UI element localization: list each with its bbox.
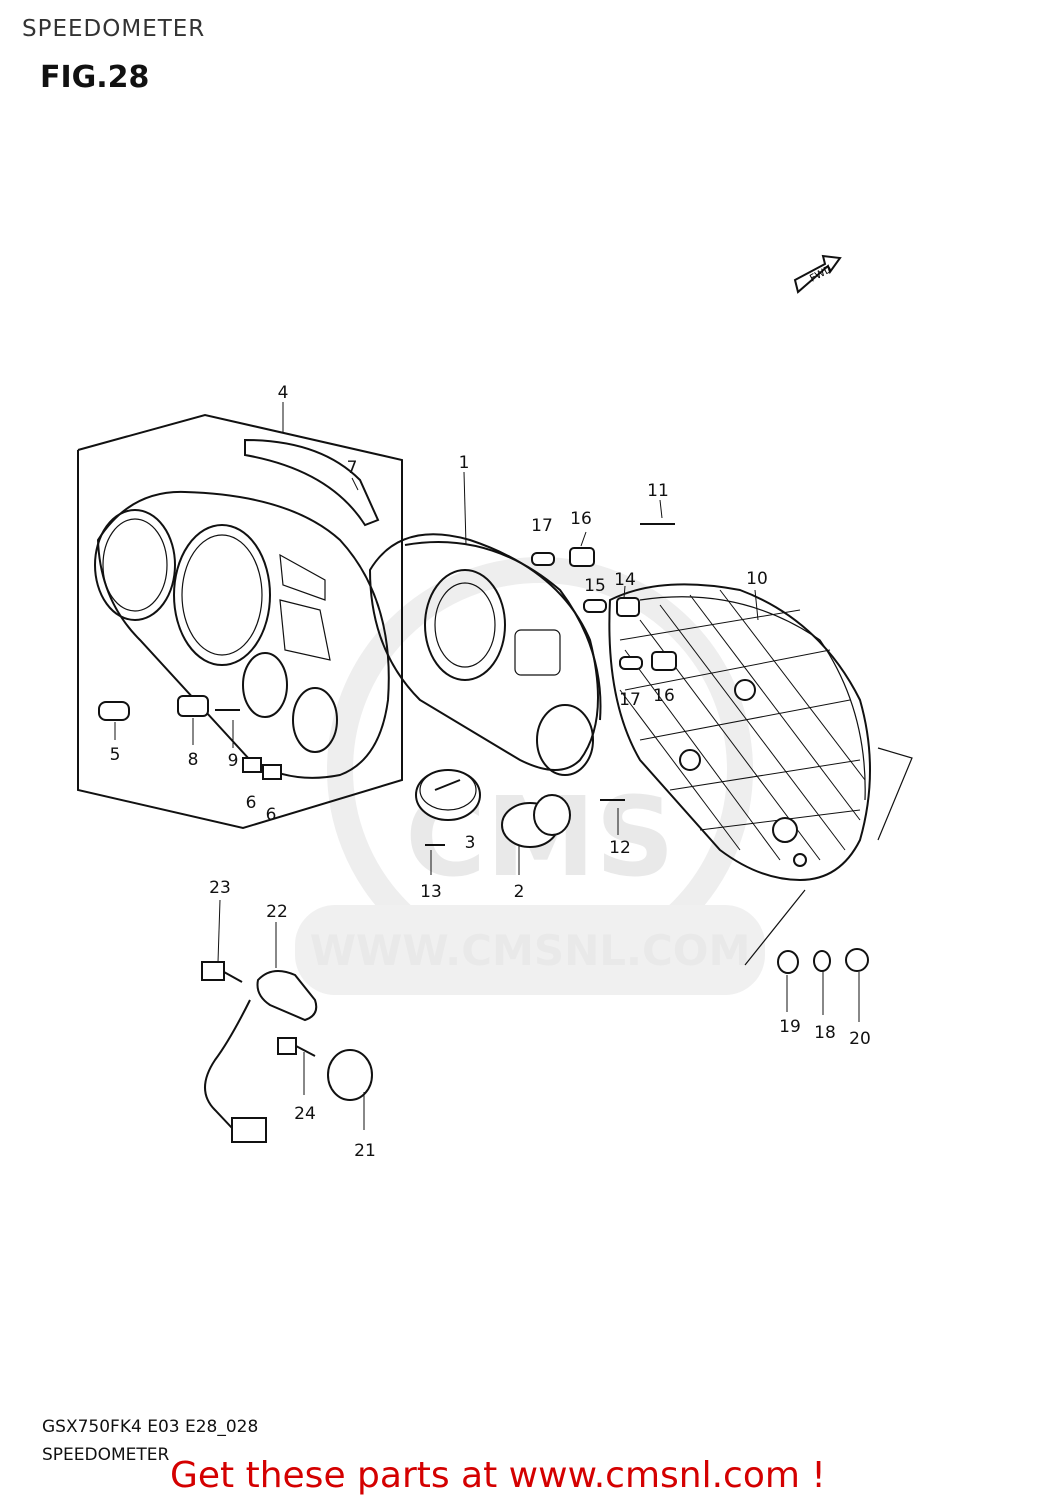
- callout-1: 1: [459, 453, 470, 473]
- watermark-url: WWW.CMSNL.COM: [310, 926, 751, 975]
- callout-20: 20: [849, 1029, 871, 1049]
- page-header-title: SPEEDOMETER: [22, 16, 206, 42]
- callout-3: 3: [465, 833, 476, 853]
- callout-labels: 4 7 1 11 17 16 10 15 14 17 16 5 8 9 6 6 …: [110, 383, 871, 1161]
- bulb-parts: [98, 523, 677, 846]
- part-18-19-20-hardware: [744, 747, 913, 974]
- callout-22: 22: [266, 902, 288, 922]
- callout-24: 24: [294, 1104, 316, 1124]
- part-3-unit: [415, 769, 481, 821]
- callout-5: 5: [110, 745, 121, 765]
- promo-link-text[interactable]: Get these parts at www.cmsnl.com !: [170, 1455, 826, 1496]
- footer-section-title: SPEEDOMETER: [42, 1445, 170, 1465]
- callout-7: 7: [347, 458, 358, 478]
- fwd-arrow-icon: FWD: [793, 254, 842, 294]
- callout-12: 12: [609, 838, 631, 858]
- callout-13: 13: [420, 882, 442, 902]
- callout-9: 9: [228, 751, 239, 771]
- meter-case-group: [77, 413, 403, 830]
- callout-11: 11: [647, 481, 669, 501]
- callout-23: 23: [209, 878, 231, 898]
- model-code: GSX750FK4 E03 E28_028: [42, 1417, 259, 1437]
- callout-6-left: 6: [246, 793, 257, 813]
- part-1-meter-body: [368, 533, 602, 776]
- callout-16-top: 16: [570, 509, 592, 529]
- callout-19: 19: [779, 1017, 801, 1037]
- callout-14: 14: [614, 570, 636, 590]
- callout-17-bottom: 17: [619, 690, 641, 710]
- callout-16-bottom: 16: [653, 686, 675, 706]
- rear-cover-grid: [619, 589, 866, 861]
- fwd-label: FWD: [808, 264, 834, 285]
- callout-10: 10: [746, 569, 768, 589]
- part-22-speed-sensor: [201, 961, 373, 1143]
- callout-6-right: 6: [266, 805, 277, 825]
- part-7-strip: [244, 438, 380, 527]
- callout-18: 18: [814, 1023, 836, 1043]
- leader-lines: [114, 402, 860, 1130]
- callout-15: 15: [584, 576, 606, 596]
- cms-watermark: CMS WWW.CMSNL.COM: [295, 557, 765, 995]
- callout-17-top: 17: [531, 516, 553, 536]
- part-10-rear-cover: [608, 583, 871, 882]
- callout-2: 2: [514, 882, 525, 902]
- callout-4: 4: [278, 383, 289, 403]
- figure-number: FIG.28: [40, 60, 150, 95]
- part-2-socket: [501, 794, 571, 848]
- callout-21: 21: [354, 1141, 376, 1161]
- callout-8: 8: [188, 750, 199, 770]
